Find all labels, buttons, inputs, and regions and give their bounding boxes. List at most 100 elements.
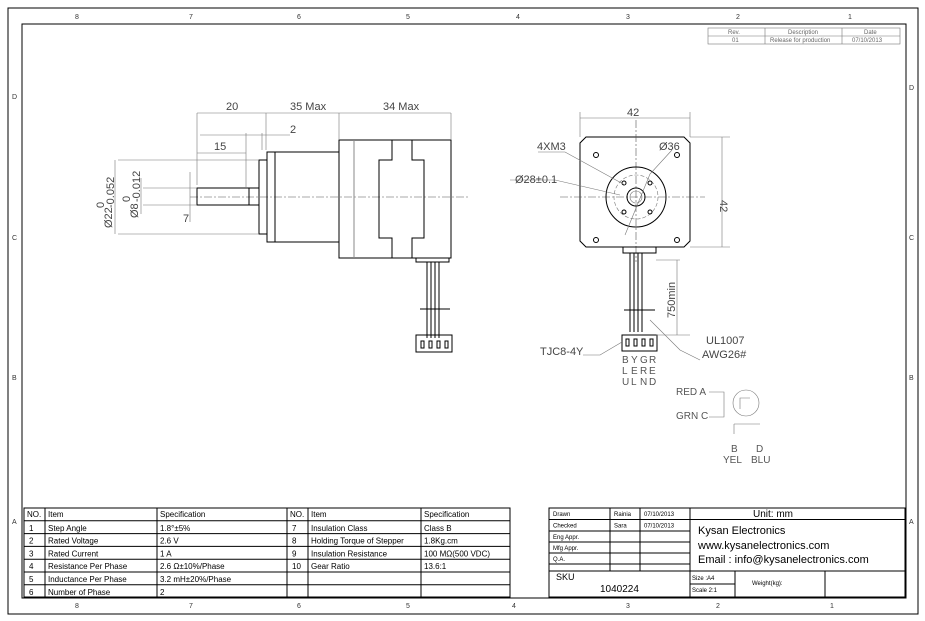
signoff-cell: Q.A. bbox=[553, 557, 565, 563]
dim-shaft-length: 20 bbox=[226, 101, 238, 113]
pin1-c2: L bbox=[622, 366, 628, 377]
label-wire-gauge: AWG26# bbox=[702, 349, 747, 361]
pin4-c1: R bbox=[649, 355, 656, 366]
description-header: Description bbox=[788, 30, 818, 36]
spec-cell: 3.2 mH±20%/Phase bbox=[160, 575, 232, 584]
zone-top-6: 6 bbox=[297, 14, 301, 21]
date-header: Date bbox=[864, 30, 877, 36]
sku-label: SKU bbox=[556, 572, 575, 582]
spec-cell: 2.6 Ω±10%/Phase bbox=[160, 562, 225, 571]
zone-top-3: 3 bbox=[626, 14, 630, 21]
zone-top-7: 7 bbox=[189, 14, 193, 21]
spec-cell: Resistance Per Phase bbox=[48, 562, 128, 571]
spec-header: Item bbox=[311, 510, 327, 519]
zone-labels: 8 7 6 5 4 3 2 1 8 7 6 5 4 3 2 1 D C B A … bbox=[12, 14, 914, 610]
signoff-cell: Mfg Appr. bbox=[553, 546, 579, 552]
spec-cell: Inductance Per Phase bbox=[48, 575, 127, 584]
label-connector: TJC8-4Y bbox=[540, 346, 584, 358]
spec-cell: Gear Ratio bbox=[311, 562, 350, 571]
rev-description: Release for production bbox=[770, 38, 830, 44]
zone-top-4: 4 bbox=[516, 14, 520, 21]
pin4-c2: E bbox=[649, 366, 656, 377]
zone-left-c: C bbox=[12, 235, 17, 242]
spec-cell: 2 bbox=[29, 537, 34, 546]
dim-flat-depth: 7 bbox=[183, 213, 189, 225]
shaft bbox=[196, 187, 250, 206]
front-view: 42 42 4XM3 Ø36 Ø28±0.1 750min TJC8-4Y UL… bbox=[510, 107, 747, 388]
tol-boss-lower: -0.052 bbox=[105, 177, 117, 208]
zone-bottom-1: 1 bbox=[830, 603, 834, 610]
spec-cell: Step Angle bbox=[48, 524, 87, 533]
signoff-cell: Eng Appr. bbox=[553, 535, 579, 541]
spec-header: Specification bbox=[160, 510, 205, 519]
dim-face-height: 42 bbox=[717, 200, 729, 212]
dim-face-width: 42 bbox=[627, 107, 639, 119]
zone-top-2: 2 bbox=[736, 14, 740, 21]
dim-boss-diameter: Ø22 bbox=[103, 207, 115, 228]
sku-value: 1040224 bbox=[600, 584, 639, 595]
zone-bottom-8: 8 bbox=[75, 603, 79, 610]
dim-lead-length: 750min bbox=[666, 282, 678, 318]
signoff-cell: Rainia bbox=[614, 512, 632, 518]
zone-right-d: D bbox=[909, 85, 914, 92]
pin2-c2: E bbox=[631, 366, 638, 377]
spec-cell: 3 bbox=[29, 549, 34, 558]
company-name: Kysan Electronics bbox=[698, 525, 786, 537]
pin3-c2: R bbox=[640, 366, 647, 377]
spec-header: Item bbox=[48, 510, 64, 519]
label-screws: 4XM3 bbox=[537, 141, 566, 153]
tol-boss-upper: 0 bbox=[95, 202, 107, 208]
weight-label: Weight(kg): bbox=[752, 581, 783, 587]
signoff-cell: 07/10/2013 bbox=[644, 512, 675, 518]
zone-bottom-3: 3 bbox=[626, 603, 630, 610]
zone-bottom-7: 7 bbox=[189, 603, 193, 610]
spec-cell: 1.8Kg.cm bbox=[424, 537, 458, 546]
side-view: 20 35 Max 34 Max 2 15 7 Ø22 0 -0.052 Ø8 … bbox=[95, 101, 470, 353]
zone-right-c: C bbox=[909, 235, 914, 242]
pin2-c3: L bbox=[631, 377, 637, 388]
signoff-cell: Sara bbox=[614, 524, 627, 530]
inner-frame bbox=[21, 23, 907, 599]
zone-right-a: A bbox=[909, 519, 914, 526]
spec-cell: Insulation Class bbox=[311, 524, 367, 533]
scale-label: Scale 2:1 bbox=[692, 588, 718, 594]
spec-cell: 100 MΩ(500 VDC) bbox=[424, 549, 490, 558]
spec-cell: 5 bbox=[29, 575, 34, 584]
zone-top-8: 8 bbox=[75, 14, 79, 21]
unit-label: Unit: mm bbox=[753, 509, 793, 520]
spec-header: Specification bbox=[424, 510, 469, 519]
spec-cell: 1 A bbox=[160, 549, 172, 558]
spec-cell: 1.8°±5% bbox=[160, 524, 190, 533]
dim-motor-length: 34 Max bbox=[383, 101, 420, 113]
spec-cell: Number of Phase bbox=[48, 588, 111, 597]
spec-header: NO. bbox=[27, 510, 41, 519]
motor-face bbox=[579, 136, 691, 248]
spec-cell: 9 bbox=[292, 549, 297, 558]
zone-top-1: 1 bbox=[848, 14, 852, 21]
zone-left-d: D bbox=[12, 94, 17, 101]
dim-flange: 2 bbox=[290, 124, 296, 136]
label-grn-c: GRN C bbox=[676, 411, 708, 422]
zone-left-b: B bbox=[12, 375, 17, 382]
pin3-c3: N bbox=[640, 377, 647, 388]
spec-cell: 10 bbox=[292, 562, 301, 571]
dim-gearbox-length: 35 Max bbox=[290, 101, 327, 113]
label-red-a: RED A bbox=[676, 387, 706, 398]
side-connector bbox=[415, 334, 453, 353]
label-d: D bbox=[756, 444, 763, 455]
size-label: Size :A4 bbox=[692, 576, 715, 582]
wiring-schematic: RED A GRN C B YEL D BLU bbox=[676, 387, 770, 466]
signoff-cell: Drawn bbox=[553, 512, 570, 518]
zone-bottom-2: 2 bbox=[716, 603, 720, 610]
rev-header: Rev. bbox=[728, 30, 740, 36]
company-website: www.kysanelectronics.com bbox=[697, 540, 829, 552]
zone-bottom-5: 5 bbox=[406, 603, 410, 610]
rev-date: 07/10/2013 bbox=[852, 38, 883, 44]
spec-cell: Rated Voltage bbox=[48, 537, 99, 546]
spec-cell: 13.6:1 bbox=[424, 562, 447, 571]
pin4-c3: D bbox=[649, 377, 656, 388]
